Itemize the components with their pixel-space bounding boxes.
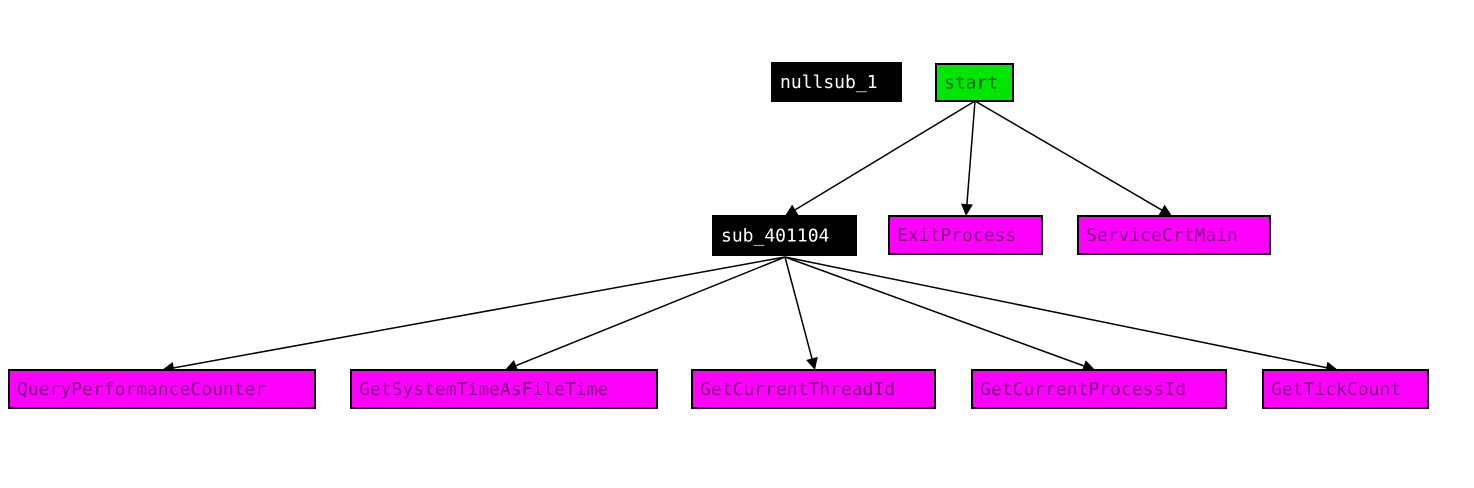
edge-sub-401104-to-get-current-thread-id (784, 256, 813, 359)
node-label: nullsub_1 (780, 72, 878, 93)
node-label: QueryPerformanceCounter (17, 379, 266, 400)
edge-sub-401104-to-get-system-time-as-file-time (515, 256, 786, 367)
node-box[interactable] (8, 369, 316, 409)
edge-sub-401104-to-get-current-process-id (784, 256, 1084, 367)
arrowhead-get-current-process-id (1081, 360, 1095, 372)
node-box[interactable] (771, 62, 902, 102)
edge-start-to-service-crt-main (974, 100, 1163, 211)
node-label: ExitProcess (897, 225, 1016, 246)
node-service-crt-main[interactable]: ServiceCrtMain (1077, 215, 1271, 255)
arrowhead-get-current-thread-id (806, 356, 818, 370)
edge-sub-401104-to-get-tick-count (784, 256, 1327, 369)
node-get-current-thread-id[interactable]: GetCurrentThreadId (691, 369, 936, 409)
edge-sub-401104-to-query-performance-counter (173, 256, 786, 369)
node-start[interactable]: start (935, 63, 1014, 102)
node-get-tick-count[interactable]: GetTickCount (1262, 369, 1429, 409)
node-sub-401104[interactable]: sub_401104 (712, 215, 857, 256)
node-label: GetCurrentThreadId (700, 379, 895, 400)
nodes-layer: nullsub_1 start sub_401104 ExitProcess Servi… (8, 62, 1429, 409)
arrowhead-sub-401104 (785, 204, 799, 216)
node-label: GetCurrentProcessId (980, 379, 1186, 400)
node-box[interactable] (935, 63, 1014, 102)
node-box[interactable] (971, 369, 1227, 409)
arrowhead-exit-process (960, 203, 973, 216)
node-exit-process[interactable]: ExitProcess (888, 215, 1043, 255)
node-box[interactable] (888, 215, 1043, 255)
node-label: sub_401104 (721, 226, 829, 247)
node-label: ServiceCrtMain (1086, 225, 1238, 246)
node-box[interactable] (350, 369, 658, 409)
arrowhead-get-system-time-as-file-time (505, 359, 519, 372)
node-label: GetSystemTimeAsFileTime (359, 379, 608, 400)
arrowhead-service-crt-main (1158, 204, 1172, 216)
node-nullsub-1[interactable]: nullsub_1 (771, 62, 902, 102)
node-box[interactable] (1077, 215, 1271, 255)
edge-start-to-sub-401104 (794, 100, 976, 211)
node-box[interactable] (691, 369, 936, 409)
node-get-system-time-as-file-time[interactable]: GetSystemTimeAsFileTime (350, 369, 658, 409)
node-query-performance-counter[interactable]: QueryPerformanceCounter (8, 369, 316, 409)
node-label: GetTickCount (1271, 379, 1401, 400)
node-box[interactable] (712, 215, 857, 256)
node-label: start (944, 73, 998, 94)
edges-layer (162, 100, 1338, 374)
node-box[interactable] (1262, 369, 1429, 409)
node-get-current-process-id[interactable]: GetCurrentProcessId (971, 369, 1227, 409)
edge-start-to-exit-process (966, 100, 976, 205)
